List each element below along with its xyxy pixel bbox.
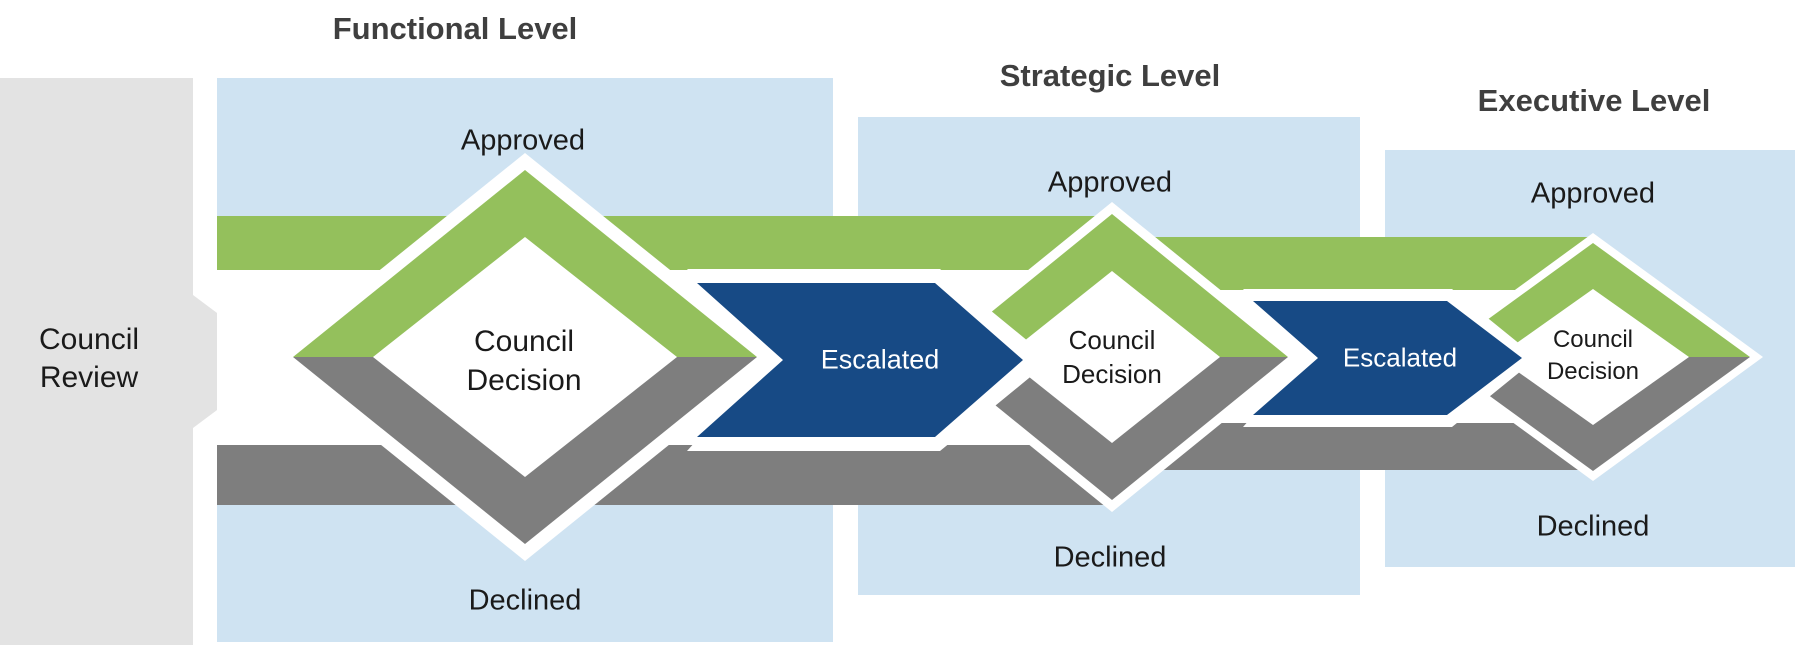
council-review-line1: Council bbox=[38, 323, 140, 356]
escalated-arrow-2 bbox=[1238, 285, 1548, 431]
declined-label-functional: Declined bbox=[468, 584, 582, 617]
council-decision-label-strategic: Council Decision bbox=[1012, 323, 1212, 391]
declined-band-functional bbox=[217, 445, 1112, 505]
decision-line1: Council bbox=[1552, 326, 1634, 353]
title-functional-level: Functional Level bbox=[332, 11, 578, 46]
council-review-label: Council Review bbox=[9, 321, 169, 397]
title-strategic-level: Strategic Level bbox=[999, 58, 1221, 93]
decision-line2: Decision bbox=[466, 364, 582, 397]
decision-line2: Decision bbox=[1062, 359, 1162, 389]
declined-label-executive: Declined bbox=[1536, 510, 1650, 543]
approved-label-strategic: Approved bbox=[1047, 166, 1173, 199]
council-review-line2: Review bbox=[39, 361, 139, 394]
escalated-label-2: Escalated bbox=[1342, 342, 1458, 373]
approved-label-functional: Approved bbox=[460, 124, 586, 157]
approved-band-functional bbox=[217, 216, 1112, 270]
title-executive-level: Executive Level bbox=[1477, 83, 1711, 118]
decision-line2: Decision bbox=[1546, 358, 1640, 385]
council-decision-label-functional: Council Decision bbox=[394, 322, 654, 400]
declined-label-strategic: Declined bbox=[1053, 541, 1167, 574]
council-review-box bbox=[0, 78, 193, 645]
decision-line1: Council bbox=[1068, 325, 1156, 355]
council-decision-label-executive: Council Decision bbox=[1503, 324, 1683, 388]
escalated-label-1: Escalated bbox=[820, 344, 940, 375]
decision-line1: Council bbox=[473, 325, 575, 358]
approved-label-executive: Approved bbox=[1530, 177, 1656, 210]
escalated-arrow-1 bbox=[680, 265, 1055, 455]
